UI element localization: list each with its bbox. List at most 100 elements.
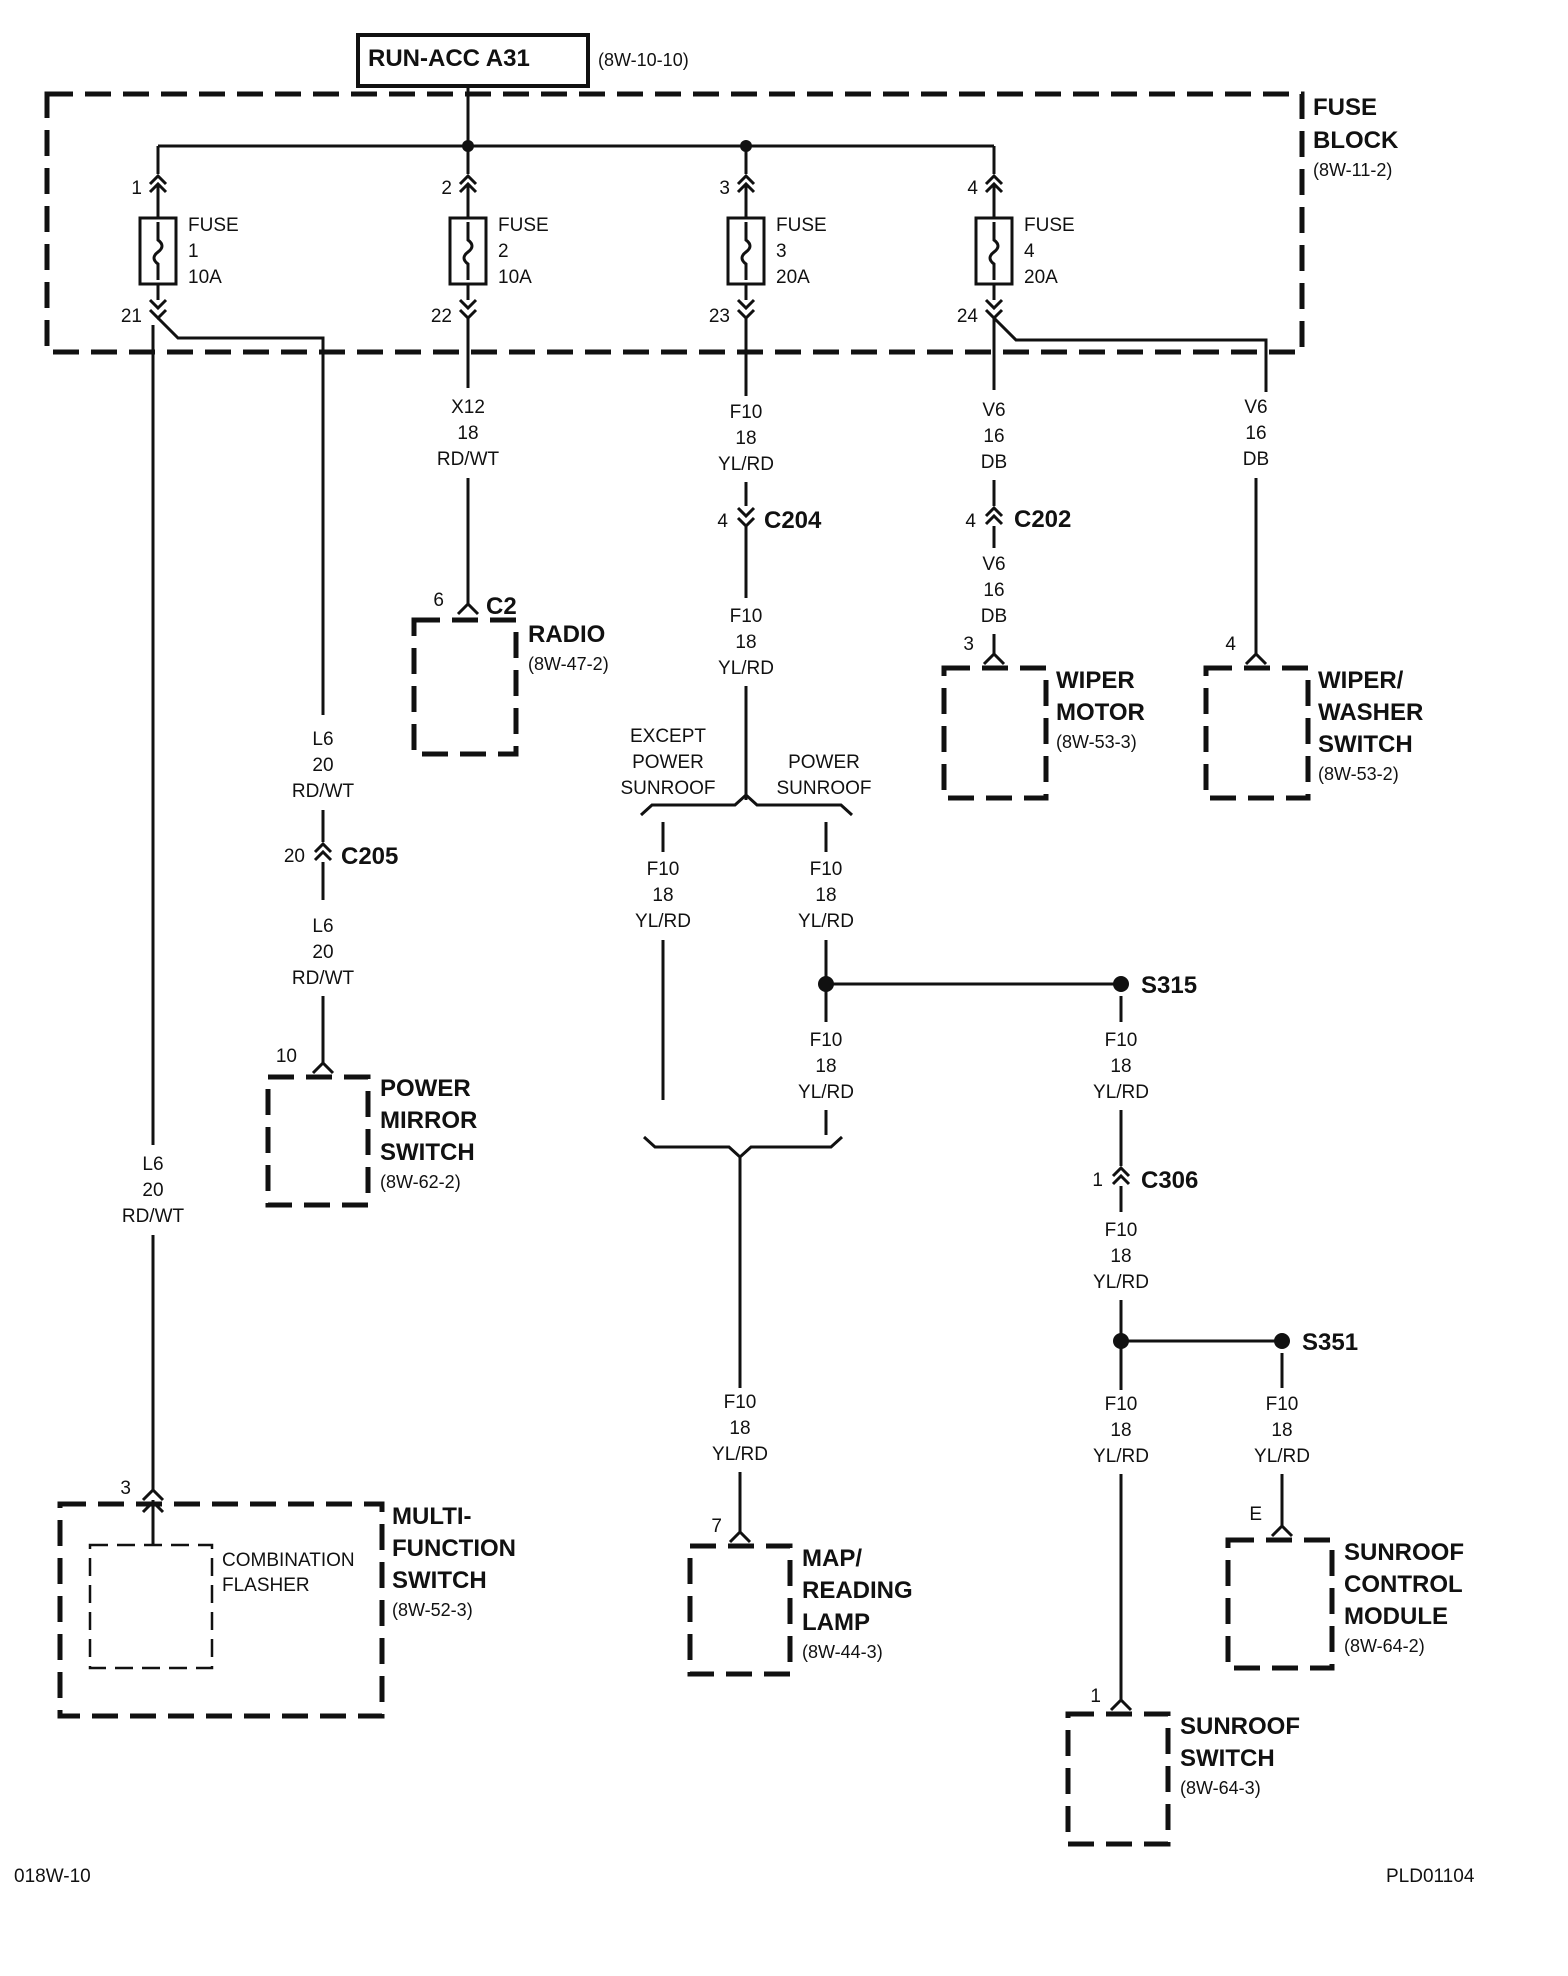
svg-text:4: 4 [1225, 634, 1236, 655]
svg-text:C204: C204 [764, 507, 822, 534]
wire-l6-branch [156, 316, 325, 715]
svg-text:18: 18 [735, 632, 756, 653]
splice-s315-label: S315 [1141, 972, 1197, 999]
sunroof-control-module: E SUNROOF CONTROL MODULE (8W-64-2) [1225, 1504, 1464, 1671]
svg-text:4: 4 [717, 511, 728, 532]
svg-text:18: 18 [1110, 1420, 1131, 1441]
svg-text:F10: F10 [647, 859, 680, 880]
svg-text:DB: DB [981, 452, 1007, 473]
svg-text:MOTOR: MOTOR [1056, 699, 1145, 726]
svg-text:18: 18 [1110, 1246, 1131, 1267]
svg-text:(8W-53-2): (8W-53-2) [1318, 764, 1399, 784]
wire-label-v6-a: V6 16 DB [981, 400, 1007, 473]
wire-label-f10-c306: F10 18 YL/RD [1093, 1220, 1149, 1293]
svg-text:YL/RD: YL/RD [712, 1444, 768, 1465]
svg-text:18: 18 [1271, 1420, 1292, 1441]
svg-text:18: 18 [735, 428, 756, 449]
svg-text:V6: V6 [982, 554, 1005, 575]
combination-flasher [88, 1543, 214, 1670]
svg-text:SUNROOF: SUNROOF [1344, 1539, 1464, 1566]
connector-c306: 1 C306 [1092, 1165, 1198, 1194]
svg-text:SUNROOF: SUNROOF [1180, 1713, 1300, 1740]
svg-text:4: 4 [967, 178, 978, 199]
wire-label-l6-lower: L6 20 RD/WT [292, 916, 355, 989]
svg-text:(8W-53-3): (8W-53-3) [1056, 732, 1137, 752]
footer-left: 018W-10 [14, 1866, 91, 1887]
svg-text:YL/RD: YL/RD [1093, 1446, 1149, 1467]
header-title: RUN-ACC A31 [368, 45, 530, 72]
svg-text:18: 18 [1110, 1056, 1131, 1077]
svg-text:RD/WT: RD/WT [292, 781, 355, 802]
connector-c205: 20 C205 [284, 841, 398, 870]
svg-text:YL/RD: YL/RD [1093, 1272, 1149, 1293]
wire-label-x12: X12 18 RD/WT [437, 397, 500, 470]
svg-text:21: 21 [121, 306, 142, 327]
svg-text:SWITCH: SWITCH [1180, 1745, 1275, 1772]
svg-text:WIPER: WIPER [1056, 667, 1135, 694]
header-box [356, 33, 590, 88]
svg-text:V6: V6 [1244, 397, 1267, 418]
wire-label-f10-sw: F10 18 YL/RD [1093, 1394, 1149, 1467]
svg-text:L6: L6 [312, 729, 333, 750]
svg-text:3: 3 [719, 178, 730, 199]
svg-text:F10: F10 [730, 402, 763, 423]
svg-text:MAP/: MAP/ [802, 1545, 862, 1572]
svg-text:20A: 20A [776, 267, 810, 288]
svg-text:18: 18 [815, 1056, 836, 1077]
svg-text:YL/RD: YL/RD [798, 1082, 854, 1103]
svg-text:SUNROOF: SUNROOF [621, 778, 716, 799]
svg-text:RADIO: RADIO [528, 621, 605, 648]
svg-text:MULTI-: MULTI- [392, 1503, 472, 1530]
svg-text:C202: C202 [1014, 506, 1071, 533]
svg-text:RD/WT: RD/WT [437, 449, 500, 470]
multi-function-switch: 3 COMBINATION FLASHER MULTI- FUNCTION SW… [57, 1478, 516, 1719]
svg-text:(8W-44-3): (8W-44-3) [802, 1642, 883, 1662]
svg-text:F10: F10 [810, 859, 843, 880]
svg-text:SWITCH: SWITCH [380, 1139, 475, 1166]
svg-text:FUSE: FUSE [188, 215, 239, 236]
footer-right: PLD01104 [1386, 1866, 1475, 1887]
svg-text:2: 2 [441, 178, 452, 199]
svg-text:F10: F10 [1105, 1220, 1138, 1241]
fuse-2: 2 FUSE 2 10A 22 [431, 146, 549, 327]
header-ref: (8W-10-10) [598, 50, 689, 70]
option-except-sunroof: EXCEPT POWER SUNROOF [621, 726, 716, 799]
fuse-block-outline [44, 91, 1305, 355]
svg-text:10A: 10A [498, 267, 532, 288]
svg-text:F10: F10 [810, 1030, 843, 1051]
svg-text:DB: DB [1243, 449, 1269, 470]
svg-text:16: 16 [983, 580, 1004, 601]
svg-text:WIPER/: WIPER/ [1318, 667, 1404, 694]
svg-text:10A: 10A [188, 267, 222, 288]
svg-text:FUNCTION: FUNCTION [392, 1535, 516, 1562]
svg-text:MIRROR: MIRROR [380, 1107, 477, 1134]
sunroof-switch: 1 SUNROOF SWITCH (8W-64-3) [1065, 1686, 1300, 1847]
svg-text:(8W-62-2): (8W-62-2) [380, 1172, 461, 1192]
connector-c202: 4 C202 [965, 505, 1071, 533]
wiper-washer-switch: 4 WIPER/ WASHER SWITCH (8W-53-2) [1203, 634, 1423, 801]
svg-text:YL/RD: YL/RD [635, 911, 691, 932]
wire-label-f10-map: F10 18 YL/RD [712, 1392, 768, 1465]
svg-text:10: 10 [276, 1046, 297, 1067]
svg-text:POWER: POWER [380, 1075, 471, 1102]
svg-text:1: 1 [1090, 1686, 1101, 1707]
svg-text:6: 6 [433, 590, 444, 611]
svg-text:POWER: POWER [632, 752, 704, 773]
svg-text:L6: L6 [312, 916, 333, 937]
svg-text:LAMP: LAMP [802, 1609, 870, 1636]
svg-text:(8W-52-3): (8W-52-3) [392, 1600, 473, 1620]
svg-text:C205: C205 [341, 843, 398, 870]
svg-text:3: 3 [120, 1478, 131, 1499]
wire-label-f10-a: F10 18 YL/RD [718, 402, 774, 475]
svg-text:FUSE: FUSE [498, 215, 549, 236]
svg-text:23: 23 [709, 306, 730, 327]
fuse-3: 3 FUSE 3 20A 23 [709, 146, 827, 327]
connector-c204: 4 C204 [717, 506, 822, 534]
svg-text:FLASHER: FLASHER [222, 1575, 310, 1596]
svg-text:2: 2 [498, 241, 509, 262]
wire-label-f10-power: F10 18 YL/RD [798, 859, 854, 932]
wire-label-f10-b: F10 18 YL/RD [718, 606, 774, 679]
svg-text:READING: READING [802, 1577, 913, 1604]
svg-text:F10: F10 [724, 1392, 757, 1413]
